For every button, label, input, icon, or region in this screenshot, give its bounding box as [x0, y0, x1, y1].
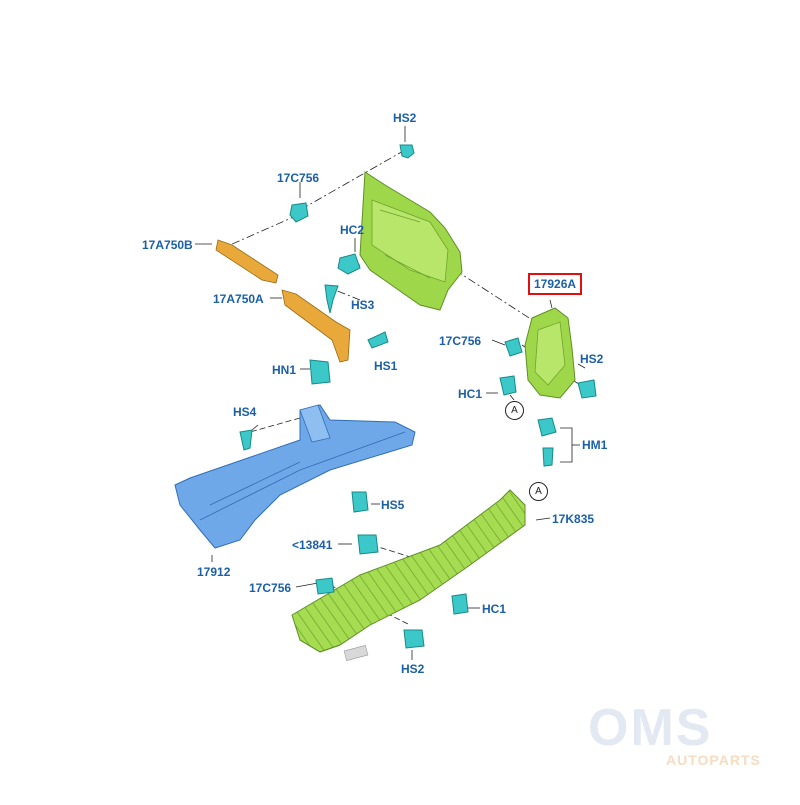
oms-autoparts-logo: OMS AUTOPARTS [588, 700, 788, 770]
fastener-hs1 [367, 331, 389, 349]
fastener-hs3 [324, 284, 339, 314]
label-17c756-top[interactable]: 17C756 [277, 171, 320, 185]
label-hs2-top[interactable]: HS2 [393, 111, 417, 125]
label-hs5[interactable]: HS5 [381, 498, 405, 512]
fastener-17c756-top [289, 202, 309, 223]
fasteners [239, 144, 597, 649]
fastener-hs2-top [399, 144, 415, 159]
label-hm1[interactable]: HM1 [582, 438, 608, 452]
label-17c756-bot[interactable]: 17C756 [249, 581, 292, 595]
fastener-hs4 [239, 429, 253, 451]
label-hc2[interactable]: HC2 [340, 223, 365, 237]
label-hs3[interactable]: HS3 [351, 298, 375, 312]
fastener-hs5 [351, 491, 369, 513]
label-17a750b[interactable]: 17A750B [142, 238, 193, 252]
fastener-17c756-mid [504, 337, 523, 357]
part-17912-beam [174, 404, 416, 549]
fastener-hs2-bot [403, 629, 425, 649]
label-17926a-highlighted[interactable]: 17926A [528, 273, 583, 295]
fastener-hc2 [337, 253, 361, 275]
label-hc1-mid[interactable]: HC1 [458, 387, 483, 401]
label-17912[interactable]: 17912 [197, 565, 231, 579]
fastener-13841 [357, 534, 379, 555]
label-hs2-mid[interactable]: HS2 [580, 352, 604, 366]
logo-text: OMS [588, 699, 713, 757]
part-17k835-step [291, 489, 526, 662]
label-hs2-bot[interactable]: HS2 [401, 662, 425, 676]
logo-subtext: AUTOPARTS [666, 752, 761, 768]
orange-reinforcement-strips [215, 239, 351, 363]
label-hc1-bot[interactable]: HC1 [482, 602, 507, 616]
upper-side-bracket [359, 171, 463, 311]
label-17c756-mid[interactable]: 17C756 [439, 334, 482, 348]
fastener-17c756-bot [315, 577, 335, 595]
callout-a-1: A [505, 401, 524, 420]
label-hs4[interactable]: HS4 [233, 405, 257, 419]
label-hs1[interactable]: HS1 [374, 359, 398, 373]
fastener-hs2-mid [577, 379, 597, 399]
fastener-hn1 [309, 359, 331, 385]
fastener-hc1-bot [451, 593, 469, 615]
label-17k835[interactable]: 17K835 [552, 512, 595, 526]
fastener-hm1-upper [537, 417, 557, 437]
part-17926a-bracket [524, 307, 576, 399]
label-17a750a[interactable]: 17A750A [213, 292, 264, 306]
callout-a-2: A [529, 482, 548, 501]
fastener-hc1-mid [499, 375, 517, 396]
fastener-hm1-lower [542, 447, 554, 467]
label-hn1[interactable]: HN1 [272, 363, 297, 377]
label-13841[interactable]: <13841 [292, 538, 333, 552]
